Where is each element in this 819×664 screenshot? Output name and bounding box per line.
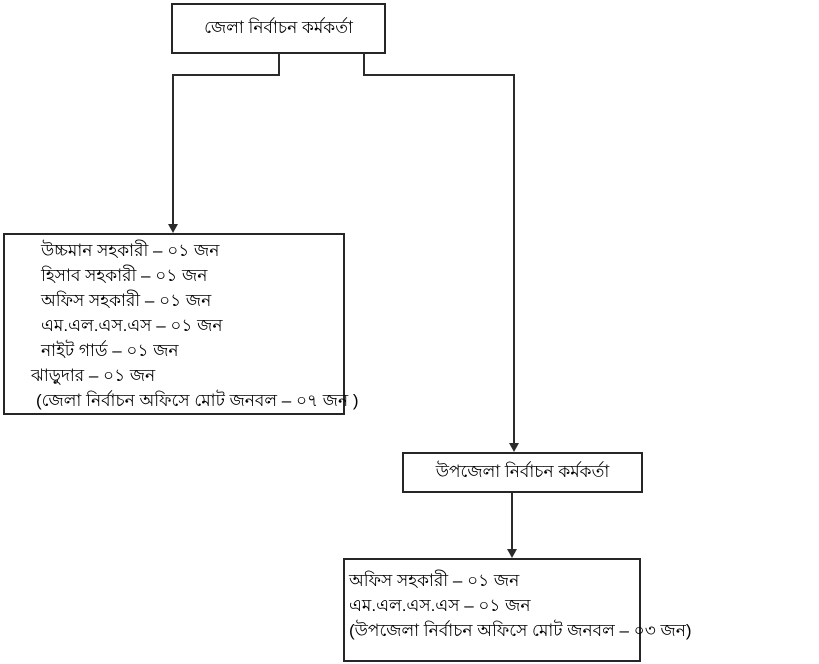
- staff-total-line: (জেলা নির্বাচন অফিসে মোট জনবল – ০৭ জন ): [36, 391, 359, 410]
- staff-total-line: (উপজেলা নির্বাচন অফিসে মোট জনবল – ০৩ জন): [349, 621, 692, 640]
- connector-horizontal-left: [172, 74, 280, 76]
- staff-line: উচ্চমান সহকারী – ০১ জন: [41, 241, 220, 260]
- district-election-officer-box: জেলা নির্বাচন কর্মকর্তা: [171, 3, 386, 54]
- connector-vertical-left: [172, 74, 174, 225]
- connector-stub-left: [278, 53, 280, 75]
- connector-vertical-right: [513, 74, 515, 444]
- arrowhead-down-icon: [509, 443, 519, 452]
- staff-line: এম.এল.এস.এস – ০১ জন: [349, 596, 531, 615]
- arrowhead-down-icon: [507, 549, 517, 558]
- connector-vertical-middle: [511, 493, 513, 550]
- staff-line: এম.এল.এস.এস – ০১ জন: [41, 316, 223, 335]
- upazila-election-officer-label: উপজেলা নির্বাচন কর্মকর্তা: [435, 461, 610, 481]
- arrowhead-down-icon: [168, 224, 178, 233]
- upazila-election-officer-box: উপজেলা নির্বাচন কর্মকর্তা: [402, 452, 643, 493]
- staff-line: ঝাড়ুদার – ০১ জন: [31, 366, 156, 385]
- staff-line: হিসাব সহকারী – ০১ জন: [41, 266, 208, 285]
- district-staff-list-box: উচ্চমান সহকারী – ০১ জন হিসাব সহকারী – ০১…: [3, 233, 359, 415]
- district-election-officer-label: জেলা নির্বাচন কর্মকর্তা: [204, 17, 353, 37]
- upazila-staff-list-box: অফিস সহকারী – ০১ জন এম.এল.এস.এস – ০১ জন …: [343, 558, 692, 662]
- connector-horizontal-right: [363, 74, 515, 76]
- connector-stub-right: [363, 53, 365, 75]
- staff-line: নাইট গার্ড – ০১ জন: [41, 341, 179, 360]
- staff-line: অফিস সহকারী – ০১ জন: [349, 571, 520, 590]
- staff-line: অফিস সহকারী – ০১ জন: [41, 291, 212, 310]
